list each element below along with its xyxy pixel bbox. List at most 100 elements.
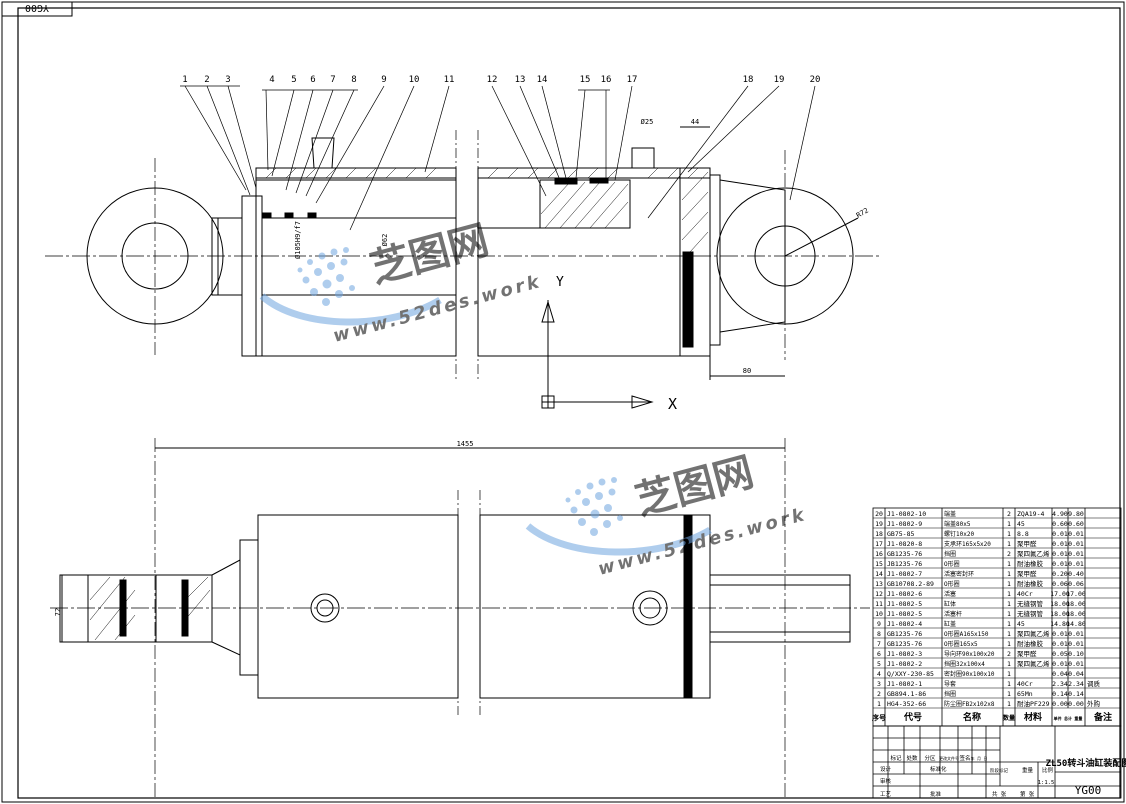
bom-cell-note: 调质	[1087, 679, 1101, 688]
bom-cell-no: 11	[875, 600, 883, 608]
bom-cell-material: 40Cr	[1017, 680, 1033, 688]
bom-cell-w2: 0.01	[1068, 530, 1084, 538]
bom-header-code: 代号	[903, 711, 922, 723]
bom-header-no: 序号	[871, 713, 886, 722]
bom-cell-qty: 1	[1007, 610, 1011, 618]
balloon-15: 15	[580, 75, 591, 85]
bom-cell-name: 端盖	[944, 510, 956, 518]
bom-cell-w2: 0.01	[1068, 660, 1084, 668]
bom-cell-name: 活塞	[944, 590, 956, 598]
bom-cell-qty: 1	[1007, 680, 1011, 688]
bom-cell-w2: 0.00	[1068, 700, 1084, 708]
bom-cell-w1: 17.00	[1050, 590, 1070, 598]
bom-cell-w2: 0.01	[1068, 560, 1084, 568]
balloon-6: 6	[310, 75, 315, 85]
tb-rev-sign: 签名	[959, 754, 970, 762]
bom-cell-material: 耐油橡胶	[1017, 579, 1044, 588]
bom-cell-material: 耐油橡胶	[1017, 559, 1044, 568]
bom-cell-w1: 0.05	[1052, 650, 1068, 658]
bom-cell-w1: 0.04	[1052, 670, 1068, 678]
bom-cell-code: JB1235-76	[887, 560, 922, 568]
bom-cell-code: J1-0802-7	[887, 570, 922, 578]
axis-x-label: X	[668, 395, 677, 413]
drawing-scale: 1:1.5	[1038, 780, 1055, 786]
dim-bore-port: Ø25	[641, 118, 654, 126]
bom-cell-qty: 1	[1007, 580, 1011, 588]
bom-cell-no: 17	[875, 540, 883, 548]
bom-cell-qty: 1	[1007, 670, 1011, 678]
balloon-17: 17	[627, 75, 638, 85]
bom-cell-qty: 2	[1007, 550, 1011, 558]
bom-cell-w2: 0.06	[1068, 580, 1084, 588]
bom-cell-qty: 1	[1007, 630, 1011, 638]
balloon-12: 12	[487, 75, 498, 85]
tb-approve: 批准	[930, 790, 942, 798]
bom-cell-code: GB1235-76	[887, 640, 922, 648]
bom-cell-no: 15	[875, 560, 883, 568]
bom-cell-no: 7	[877, 640, 881, 648]
balloon-2: 2	[204, 75, 209, 85]
balloon-7: 7	[330, 75, 335, 85]
bom-cell-material: 耐油橡胶	[1017, 639, 1044, 648]
balloon-11: 11	[444, 75, 455, 85]
dim-rod-dia: Ø62	[381, 234, 389, 247]
balloon-leaders	[180, 85, 816, 231]
bom-cell-qty: 1	[1007, 590, 1011, 598]
bom-cell-w1: 18.00	[1050, 610, 1070, 618]
dim-overall-length: 1455	[457, 440, 474, 448]
bom-cell-no: 13	[875, 580, 883, 588]
bom-cell-w2: 0.01	[1068, 550, 1084, 558]
bom-cell-no: 1	[877, 700, 881, 708]
bom-cell-no: 14	[875, 570, 883, 578]
bom-cell-code: J1-0820-8	[887, 540, 922, 548]
bom-cell-w1: 0.14	[1052, 690, 1068, 698]
bom-cell-material: 聚四氟乙烯	[1017, 549, 1050, 558]
bom-cell-material: ZQA19-4	[1017, 510, 1044, 518]
bom-cell-w1: 0.01	[1052, 550, 1068, 558]
bom-cell-w2: 0.01	[1068, 630, 1084, 638]
balloon-8: 8	[351, 75, 356, 85]
bom-cell-w1: 0.01	[1052, 540, 1068, 548]
balloon-13: 13	[515, 75, 526, 85]
dimension-texts: Ø25 44 Ø62 Ø105H9/f7 R72 80 1455 72	[54, 118, 870, 616]
balloon-18: 18	[743, 75, 754, 85]
bom-cell-w2: 0.40	[1068, 570, 1084, 578]
bom-cell-qty: 1	[1007, 620, 1011, 628]
balloon-19: 19	[774, 75, 785, 85]
plan-view	[50, 438, 870, 800]
bom-cell-code: J1-0802-5	[887, 610, 922, 618]
bom-cell-no: 2	[877, 690, 881, 698]
bom-cell-w2: 0.60	[1068, 520, 1084, 528]
bom-cell-material: 聚甲醛	[1017, 539, 1037, 548]
bom-cell-qty: 1	[1007, 660, 1011, 668]
tb-rev-count: 处数	[906, 754, 918, 762]
bom-cell-w1: 2.34	[1052, 680, 1068, 688]
bom-cell-no: 9	[877, 620, 881, 628]
bom-cell-name: 端盖80x5	[944, 520, 971, 528]
bom-cell-w1: 0.01	[1052, 640, 1068, 648]
tb-stage-marks: 阶段标记	[990, 767, 1008, 774]
bom-cell-note: 外购	[1087, 699, 1101, 708]
bom-cell-code: Q/XXY-230-85	[887, 670, 934, 678]
bom-cell-name: 导套	[944, 680, 956, 688]
tb-rev-doc: 更改文件号	[939, 755, 959, 761]
bom-cell-no: 3	[877, 680, 881, 688]
bom-cell-material: 无缝钢管	[1017, 599, 1044, 608]
tb-scale-label: 比例	[1042, 766, 1054, 774]
bom-cell-qty: 2	[1007, 650, 1011, 658]
bom-cell-w1: 0.00	[1052, 700, 1068, 708]
tb-checker: 审核	[880, 777, 892, 785]
bom-cell-name: 导向环90x100x20	[944, 650, 995, 658]
bom-cell-qty: 1	[1007, 540, 1011, 548]
tb-process: 工艺	[880, 791, 892, 798]
bom-cell-code: J1-0802-1	[887, 680, 922, 688]
bom-cell-name: 缸体	[944, 600, 956, 608]
bom-cell-material: 45	[1017, 520, 1025, 528]
bom-cell-w1: 0.20	[1052, 570, 1068, 578]
bom-cell-code: J1-0802-2	[887, 660, 922, 668]
bom-cell-code: J1-0802-6	[887, 590, 922, 598]
bom-header-weight: 单件 总计 重量	[1054, 715, 1083, 721]
bom-cell-name: O形圈	[944, 580, 960, 588]
bom-cell-w2: 9.80	[1068, 510, 1084, 518]
